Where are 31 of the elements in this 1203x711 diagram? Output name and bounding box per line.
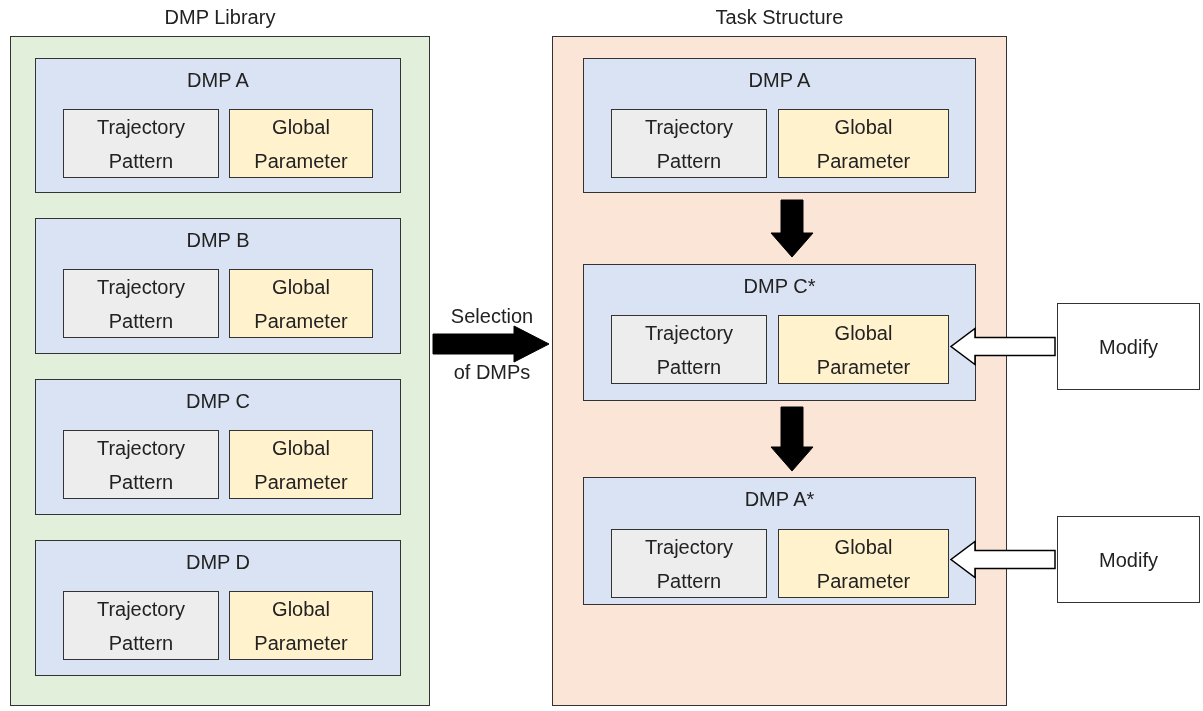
dmp-box: DMP A Trajectory Pattern Global Parameter [35, 58, 401, 193]
parameter-box: Global Parameter [778, 109, 949, 178]
panel-heading: Task Structure [714, 5, 845, 30]
dmp-box: DMP D Trajectory Pattern Global Parameter [35, 540, 401, 676]
trajectory-box: Trajectory Pattern [63, 430, 219, 499]
block-arrow [949, 327, 1056, 366]
parameter-box: Global Parameter [778, 529, 949, 598]
dmp-box: DMP C* Trajectory Pattern Global Parameter [583, 264, 976, 401]
parameter-box: Global Parameter [229, 430, 373, 499]
dmp-box: DMP C Trajectory Pattern Global Parameter [35, 379, 401, 515]
dmp-box: DMP A Trajectory Pattern Global Parameter [583, 58, 976, 193]
block-arrow [770, 199, 814, 258]
trajectory-box: Trajectory Pattern [63, 109, 219, 178]
modify-box: Modify [1057, 516, 1200, 603]
edge-label: Selection of DMPs [449, 304, 535, 385]
modify-box: Modify [1057, 303, 1200, 390]
parameter-box: Global Parameter [229, 591, 373, 660]
parameter-box: Global Parameter [229, 109, 373, 178]
block-arrow [770, 406, 814, 472]
trajectory-box: Trajectory Pattern [63, 269, 219, 338]
block-arrow [432, 325, 550, 363]
trajectory-box: Trajectory Pattern [611, 315, 767, 384]
trajectory-box: Trajectory Pattern [611, 529, 767, 598]
trajectory-box: Trajectory Pattern [63, 591, 219, 660]
dmp-box: DMP A* Trajectory Pattern Global Parameter [583, 477, 976, 605]
parameter-box: Global Parameter [229, 269, 373, 338]
parameter-box: Global Parameter [778, 315, 949, 384]
block-arrow [949, 540, 1056, 579]
panel-heading: DMP Library [163, 5, 277, 30]
dmp-box: DMP B Trajectory Pattern Global Parameter [35, 218, 401, 354]
trajectory-box: Trajectory Pattern [611, 109, 767, 178]
